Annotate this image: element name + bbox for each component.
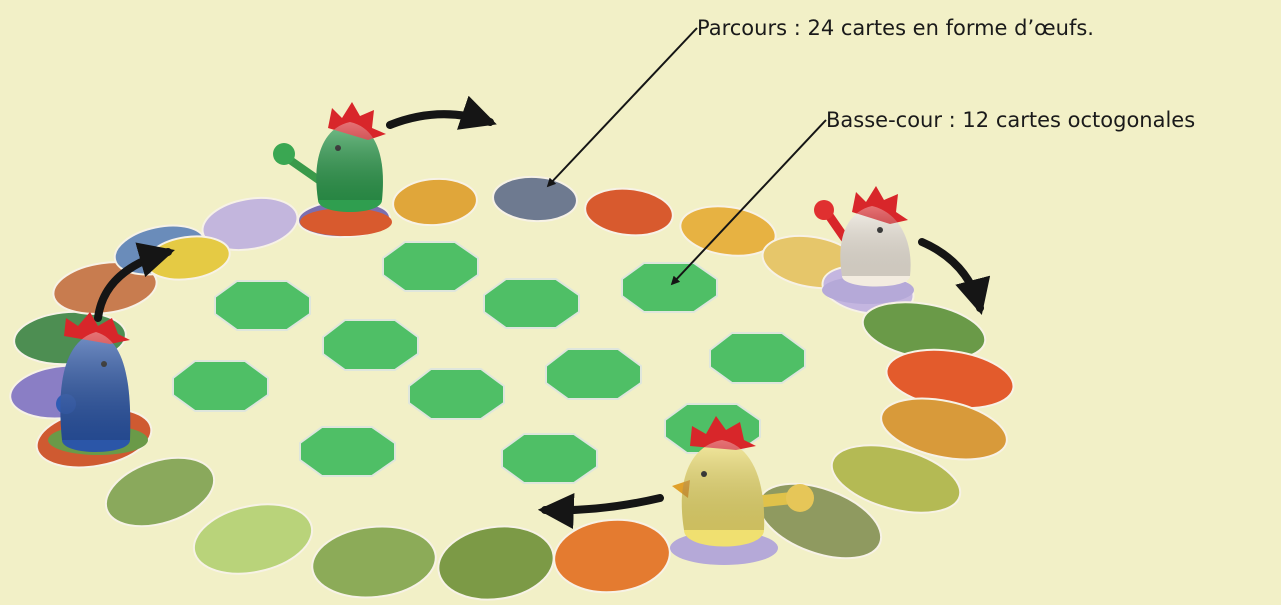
arrow-green [386,95,497,130]
octagon-card[interactable] [299,426,396,477]
egg-card[interactable] [434,519,559,605]
egg-card[interactable] [583,185,675,240]
octagon-card[interactable] [621,262,718,313]
octagon-card[interactable] [214,280,311,331]
basse-cour-annotation: Basse-cour : 12 cartes octogonales [826,108,1196,132]
label-leader-lines [546,27,827,286]
arrow-white [918,238,991,315]
egg-card[interactable] [824,433,967,525]
egg-card[interactable] [876,388,1013,469]
parcours-annotation: Parcours : 24 cartes en forme d’œufs. [697,16,1094,40]
movement-arrows [94,95,991,530]
octagon-card[interactable] [322,319,419,371]
arrow-yellow [537,493,664,530]
egg-card[interactable] [309,521,440,604]
white-chicken-piece[interactable] [814,186,914,304]
egg-card[interactable] [677,201,779,262]
egg-card[interactable] [391,176,478,228]
octagon-card[interactable] [408,368,505,420]
arrow-blue [94,242,175,322]
octagon-card[interactable] [709,332,806,384]
egg-card[interactable] [187,494,318,584]
egg-card[interactable] [492,175,578,223]
egg-card[interactable] [551,515,673,597]
octagon-card[interactable] [382,241,479,292]
octagon-card[interactable] [172,360,269,412]
egg-card[interactable] [97,445,223,539]
page-edge [1281,0,1287,605]
egg-card[interactable] [198,191,301,257]
octagon-card[interactable] [483,278,580,329]
yellow-chicken-piece[interactable] [670,416,814,565]
octagon-card[interactable] [501,433,598,484]
green-chicken-piece[interactable] [273,102,392,236]
blue-chicken-piece[interactable] [48,312,148,455]
octagon-cards [172,241,806,484]
octagon-card[interactable] [545,348,642,400]
